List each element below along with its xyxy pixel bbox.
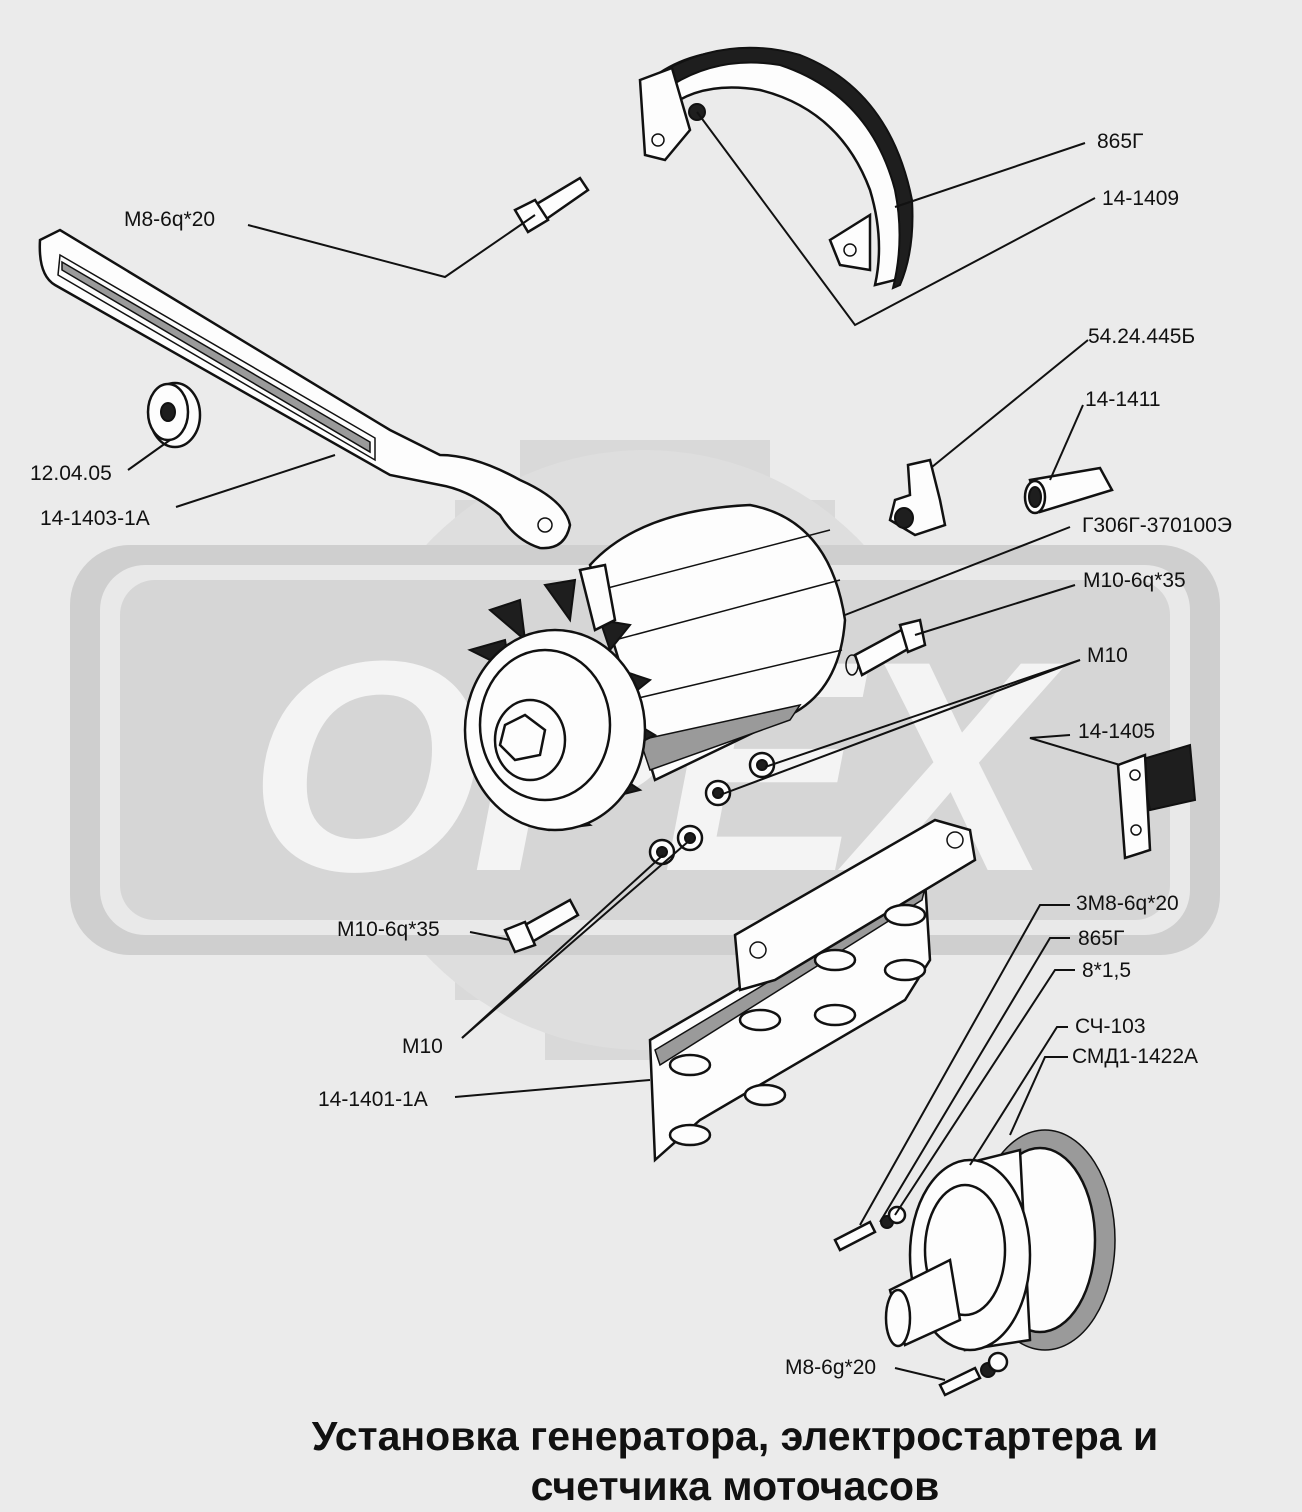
hour-meter-part [884,1129,1116,1352]
label-14-1401-1a: 14-1401-1А [318,1088,428,1111]
title-line-1: Установка генератора, электростартера и [311,1413,1159,1459]
label-m8-bottom: М8-6g*20 [785,1356,876,1379]
label-865g-top: 865Г [1097,130,1143,153]
label-8x1-5: 8*1,5 [1082,959,1131,982]
bolt-right-part [845,618,927,677]
callout-labels: 865Г 14-1409 М8-6q*20 54.24.445Б 14-1411… [30,130,1232,1379]
label-14-1409: 14-1409 [1102,187,1179,210]
label-m10-bolt-left: М10-6q*35 [337,918,440,941]
leader-lines [127,111,1121,1381]
bolt-counter-part [833,1205,907,1252]
sleeve-part [1023,466,1114,515]
nut-right-1 [748,751,776,779]
elbow-fitting-part [888,458,947,537]
bolt-upper-part [513,176,590,234]
label-14-1411: 14-1411 [1085,388,1161,411]
bolt-left-part [503,898,580,954]
washer-part [146,381,202,449]
tension-bar-part [38,228,572,550]
label-12-04-05: 12.04.05 [30,462,112,485]
label-smd1-1422a: СМД1-1422А [1072,1045,1198,1068]
small-plate-part [1116,743,1197,860]
label-m10-nut-left: М10 [402,1035,443,1058]
label-m8-upper: М8-6q*20 [124,208,215,231]
label-865g-bottom: 865Г [1078,927,1124,950]
label-m10-bolt-right: М10-6q*35 [1083,569,1186,592]
label-14-1405: 14-1405 [1078,720,1155,743]
label-54-24-445b: 54.24.445Б [1088,325,1195,348]
label-3m8: 3М8-6q*20 [1076,892,1179,915]
label-generator: Г306Г-370100Э [1082,514,1232,537]
arc-bracket-part [638,46,914,290]
label-14-1403-1a: 14-1403-1А [40,507,150,530]
bolt-bottom-part [938,1351,1009,1397]
title-line-2: счетчика моточасов [530,1463,940,1509]
mount-plate-part [648,818,977,1163]
label-m10-nut-right: М10 [1087,644,1128,667]
generator-part [463,503,847,832]
nut-left-2 [648,838,676,866]
label-sch-103: СЧ-103 [1075,1015,1146,1038]
